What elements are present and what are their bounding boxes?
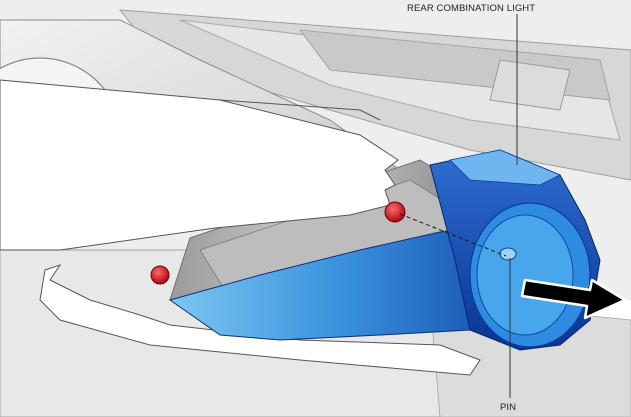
arrow-right-icon (520, 278, 627, 320)
rear-combination-light-callout: REAR COMBINATION LIGHT (407, 3, 536, 14)
rear-combination-light (168, 149, 601, 351)
cutaway-panel (0, 79, 481, 376)
bolt-icon (150, 201, 406, 285)
pin-alignment-line (399, 213, 507, 257)
pin-callout: PIN (500, 402, 517, 413)
